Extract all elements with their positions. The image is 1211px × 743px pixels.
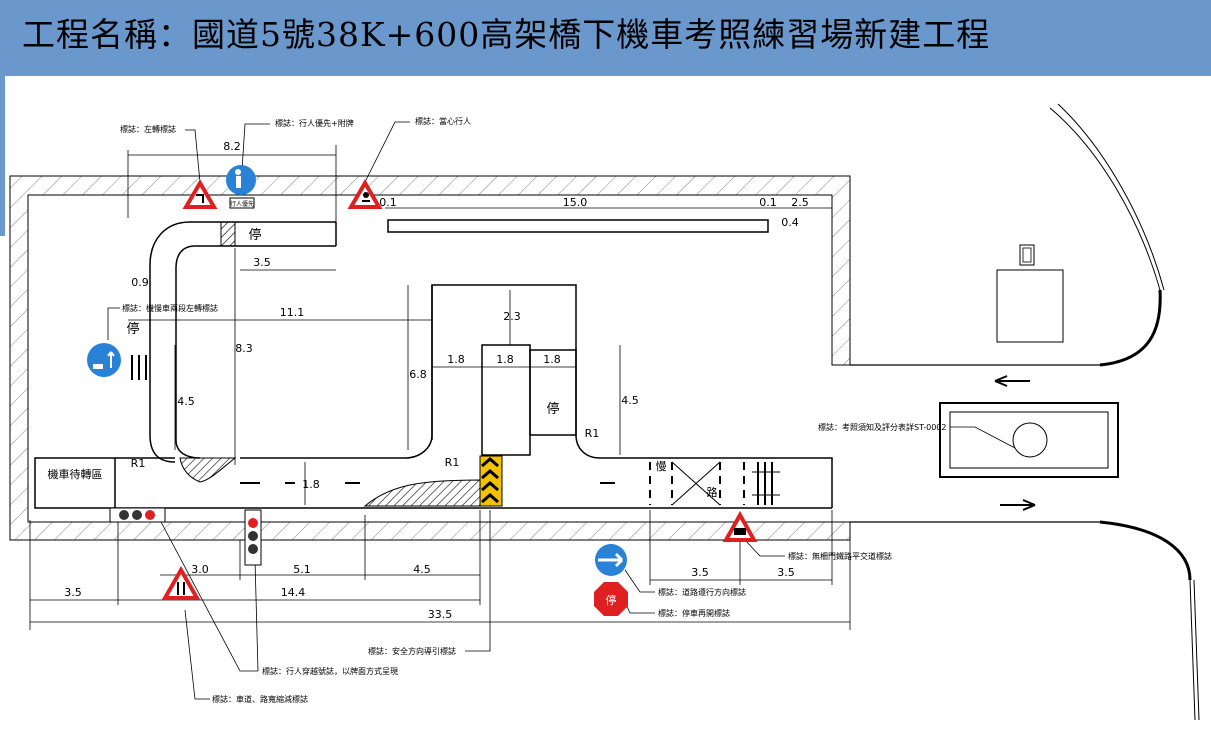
left-turn-sign-icon <box>182 179 218 209</box>
slow-marking: 慢 <box>656 460 667 473</box>
chevron-guide <box>479 455 503 507</box>
svg-text:8.3: 8.3 <box>235 342 253 355</box>
svg-text:15.0: 15.0 <box>563 196 588 209</box>
dimension-lines <box>29 145 851 630</box>
stop-marking-left: 停 <box>126 321 139 337</box>
stop-marking-top: 停 <box>248 227 261 243</box>
svg-text:11.1: 11.1 <box>280 306 305 319</box>
rail-crossing-marking <box>752 462 780 505</box>
site-plan-diagram: 機車待轉區 停 停 停 慢 路 8.2 0.1 15 <box>9 103 1200 721</box>
traffic-signal-horizontal-icon <box>109 507 166 523</box>
svg-text:R1: R1 <box>131 457 146 470</box>
two-stage-turn-sign-icon <box>87 343 121 377</box>
svg-text:標誌：機慢車兩段左轉標誌: 標誌：機慢車兩段左轉標誌 <box>122 303 218 313</box>
svg-text:3.5: 3.5 <box>777 566 795 579</box>
svg-text:2.3: 2.3 <box>503 310 521 323</box>
svg-text:2.5: 2.5 <box>791 196 809 209</box>
svg-text:0.1: 0.1 <box>379 196 397 209</box>
hatch-taper <box>363 479 481 507</box>
svg-text:1.8: 1.8 <box>302 478 320 491</box>
hatch-left-island <box>179 457 237 483</box>
title-bar <box>0 0 1211 76</box>
svg-text:停: 停 <box>606 593 617 607</box>
pedestrian-priority-sign-icon: 行人優先 <box>226 165 256 209</box>
outside-road <box>850 103 1200 721</box>
svg-text:標誌：車道、路寬縮減標誌: 標誌：車道、路寬縮減標誌 <box>212 694 308 704</box>
svg-text:0.4: 0.4 <box>781 216 799 229</box>
svg-text:R1: R1 <box>445 456 460 469</box>
svg-text:33.5: 33.5 <box>428 608 453 621</box>
practice-course <box>34 219 833 509</box>
svg-text:4.5: 4.5 <box>177 395 195 408</box>
zebra-crossing <box>131 355 147 380</box>
rail-crossing-sign-icon <box>722 510 758 542</box>
boundary-wall <box>9 175 851 541</box>
svg-text:1.8: 1.8 <box>447 353 465 366</box>
svg-text:行人優先: 行人優先 <box>230 200 254 208</box>
svg-text:8.2: 8.2 <box>223 140 241 153</box>
lane-narrow-sign-icon <box>161 565 201 600</box>
svg-text:3.5: 3.5 <box>691 566 709 579</box>
traffic-signal-vertical-icon <box>244 509 262 566</box>
svg-text:1.8: 1.8 <box>496 353 514 366</box>
svg-text:3.5: 3.5 <box>64 586 82 599</box>
svg-text:3.5: 3.5 <box>253 256 271 269</box>
stop-sign-icon: 停 <box>594 582 628 616</box>
svg-text:14.4: 14.4 <box>281 586 306 599</box>
svg-text:4.5: 4.5 <box>413 563 431 576</box>
svg-text:0.9: 0.9 <box>131 276 149 289</box>
svg-text:標誌：無柵門鐵路平交道標誌: 標誌：無柵門鐵路平交道標誌 <box>788 551 892 561</box>
keep-right-sign-icon <box>595 544 627 576</box>
stop-marking-mid: 停 <box>546 401 559 417</box>
leader-lines <box>107 121 1016 700</box>
svg-text:5.1: 5.1 <box>293 563 311 576</box>
svg-text:4.5: 4.5 <box>621 394 639 407</box>
hatch-top-block <box>220 221 236 247</box>
svg-text:標誌：考照須知及評分表詳ST-0002: 標誌：考照須知及評分表詳ST-0002 <box>818 422 946 432</box>
svg-text:標誌：左轉標誌: 標誌：左轉標誌 <box>120 124 176 134</box>
lane-dashes <box>240 461 745 506</box>
page-title: 工程名稱：國道5號38K+600高架橋下機車考照練習場新建工程 <box>22 15 991 54</box>
svg-text:0.1: 0.1 <box>759 196 777 209</box>
svg-text:R1: R1 <box>585 427 600 440</box>
dimension-labels: 8.2 0.1 15.0 0.1 2.5 0.4 3.5 0.9 11.1 8.… <box>64 140 809 621</box>
svg-text:1.8: 1.8 <box>543 353 561 366</box>
road-marking: 路 <box>707 486 718 499</box>
svg-text:標誌：當心行人: 標誌：當心行人 <box>415 116 471 126</box>
svg-text:6.8: 6.8 <box>409 368 427 381</box>
title-accent-tab <box>0 76 5 236</box>
svg-text:標誌：停車再開標誌: 標誌：停車再開標誌 <box>658 608 730 618</box>
svg-text:3.0: 3.0 <box>191 563 209 576</box>
svg-text:標誌：安全方向導引標誌: 標誌：安全方向導引標誌 <box>368 646 456 656</box>
svg-text:標誌：行人優先+附牌: 標誌：行人優先+附牌 <box>275 118 354 128</box>
svg-text:標誌：行人穿越號誌，以牌面方式呈現: 標誌：行人穿越號誌，以牌面方式呈現 <box>262 666 398 676</box>
svg-text:標誌：道路遵行方向標誌: 標誌：道路遵行方向標誌 <box>658 587 746 597</box>
caution-pedestrian-sign-icon <box>347 179 383 209</box>
sign-callouts: 標誌：左轉標誌 標誌：行人優先+附牌 標誌：當心行人 標誌：機慢車兩段左轉標誌 … <box>120 116 946 704</box>
waiting-area-label: 機車待轉區 <box>48 467 103 481</box>
